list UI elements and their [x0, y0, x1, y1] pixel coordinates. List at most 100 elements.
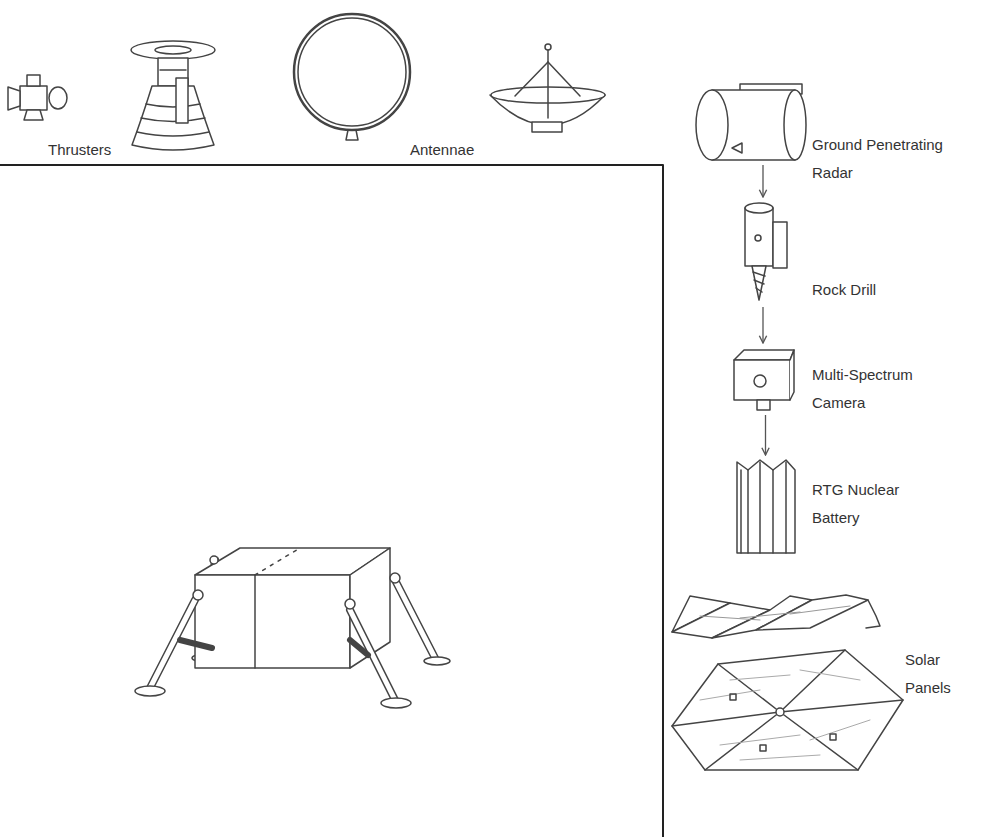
main-thruster-drawing-part — [160, 69, 186, 71]
loop-antenna-drawing-part — [346, 130, 358, 140]
frame-line — [0, 165, 663, 837]
solar-hexagon-drawing-part — [672, 650, 903, 770]
lander-drawing-part — [345, 599, 355, 609]
lander-drawing-part — [195, 575, 350, 668]
solar-hexagon-drawing-part — [776, 708, 784, 716]
frame-line-part — [0, 165, 663, 837]
solar-hexagon-drawing — [672, 650, 903, 770]
group-label: Antennae — [410, 136, 530, 164]
rcs-thruster-drawing-part — [8, 87, 20, 110]
camera-drawing-part — [734, 360, 790, 400]
dish-antenna-drawing-part — [547, 48, 549, 118]
solar-hexagon-drawing-part — [705, 712, 780, 770]
dish-antenna-drawing-part — [545, 44, 551, 50]
camera-drawing-part — [757, 400, 770, 410]
radar-drawing-part — [732, 143, 742, 153]
lander-drawing-part — [350, 610, 395, 700]
main-thruster-drawing-part — [146, 104, 200, 107]
drill-drawing — [745, 203, 787, 300]
lander-drawing-part — [395, 580, 435, 658]
solar-hexagon-drawing-part — [700, 670, 870, 760]
flow-arrow — [762, 307, 763, 343]
lander-drawing-part — [381, 698, 411, 708]
camera-drawing-part — [734, 350, 794, 360]
rcs-thruster-drawing-part — [20, 86, 47, 110]
loop-antenna-drawing — [294, 14, 410, 140]
component-label: RTG Nuclear Battery — [812, 476, 912, 532]
component-label: Solar Panels — [905, 646, 965, 702]
dish-antenna-drawing-part — [515, 62, 548, 96]
rtg-drawing-part — [772, 470, 774, 553]
solar-hexagon-drawing-part — [830, 734, 836, 740]
camera-drawing-part — [790, 350, 794, 400]
loop-antenna-drawing-part — [294, 14, 410, 130]
camera-component: Multi-Spectrum Camera — [732, 346, 796, 412]
rcs-thruster-drawing-part — [49, 87, 67, 109]
drill-drawing-part — [752, 266, 766, 300]
loop-antenna-drawing-part — [298, 18, 406, 126]
lander-drawing-part — [255, 548, 300, 575]
lander-drawing-part — [390, 573, 400, 583]
lander-drawing-part — [424, 657, 450, 665]
rtg-drawing-part — [759, 462, 761, 553]
lander-drawing-part — [395, 580, 435, 658]
lander-drawing-part — [350, 610, 395, 700]
component-label: Multi-Spectrum Camera — [812, 361, 932, 417]
flow-arrow — [762, 165, 763, 197]
camera-drawing — [734, 350, 794, 410]
solar-array-drawing — [672, 595, 880, 638]
lander-drawing-part — [210, 556, 218, 564]
main-thruster-drawing — [131, 41, 215, 150]
solar-array-drawing-part — [756, 595, 868, 630]
rtg-drawing-part — [737, 460, 795, 553]
rtg-drawing-part — [785, 462, 787, 553]
solar-array-drawing-part — [700, 606, 850, 620]
radar-component: Ground Penetrating Radar — [695, 88, 809, 162]
rtg-drawing-part — [747, 470, 749, 553]
flow-arrow — [765, 415, 766, 455]
solar-hexagon-drawing-part — [718, 664, 780, 712]
dish-antenna-drawing — [490, 44, 605, 132]
lander-drawing — [135, 548, 450, 708]
rcs-thruster-drawing-part — [24, 110, 43, 120]
lander-drawing-part — [193, 590, 203, 600]
drill-drawing-part — [745, 203, 773, 213]
radar-drawing — [696, 84, 806, 160]
battery-component: RTG Nuclear Battery — [735, 458, 797, 556]
lander-drawing-part — [180, 640, 212, 648]
component-label: Ground Penetrating Radar — [812, 131, 962, 187]
rtg-drawing-part — [740, 470, 742, 553]
drill-drawing-part — [745, 208, 773, 266]
component-label: Rock Drill — [812, 276, 932, 304]
lander-drawing-part — [350, 640, 368, 655]
drill-component: Rock Drill — [737, 200, 789, 304]
group-label: Thrusters — [48, 136, 168, 164]
drill-drawing-part — [755, 235, 761, 241]
rtg-drawing — [737, 460, 795, 553]
radar-drawing-part — [696, 90, 728, 160]
main-thruster-drawing-part — [155, 46, 191, 54]
lander-drawing-part — [254, 575, 256, 668]
drill-drawing-part — [753, 272, 765, 292]
dish-antenna-drawing-part — [532, 122, 562, 132]
main-thruster-drawing-part — [176, 78, 188, 123]
solar-hexagon-drawing-part — [760, 745, 766, 751]
main-thruster-drawing-part — [141, 118, 205, 122]
main-thruster-drawing-part — [131, 41, 215, 59]
lander-drawing-part — [135, 686, 165, 696]
dish-antenna-drawing-part — [548, 62, 580, 96]
main-thruster-drawing-part — [137, 132, 209, 136]
solar-component: Solar Panels — [668, 584, 906, 774]
drill-drawing-part — [773, 222, 787, 268]
solar-hexagon-drawing-part — [730, 694, 736, 700]
camera-drawing-part — [754, 375, 766, 387]
solar-hexagon-drawing-part — [780, 650, 845, 712]
rcs-thruster-drawing — [8, 75, 67, 120]
main-thruster-drawing-part — [132, 86, 214, 150]
solar-hexagon-drawing-part — [780, 712, 858, 770]
solar-array-drawing-part — [866, 600, 880, 628]
rcs-thruster-drawing-part — [27, 75, 40, 86]
